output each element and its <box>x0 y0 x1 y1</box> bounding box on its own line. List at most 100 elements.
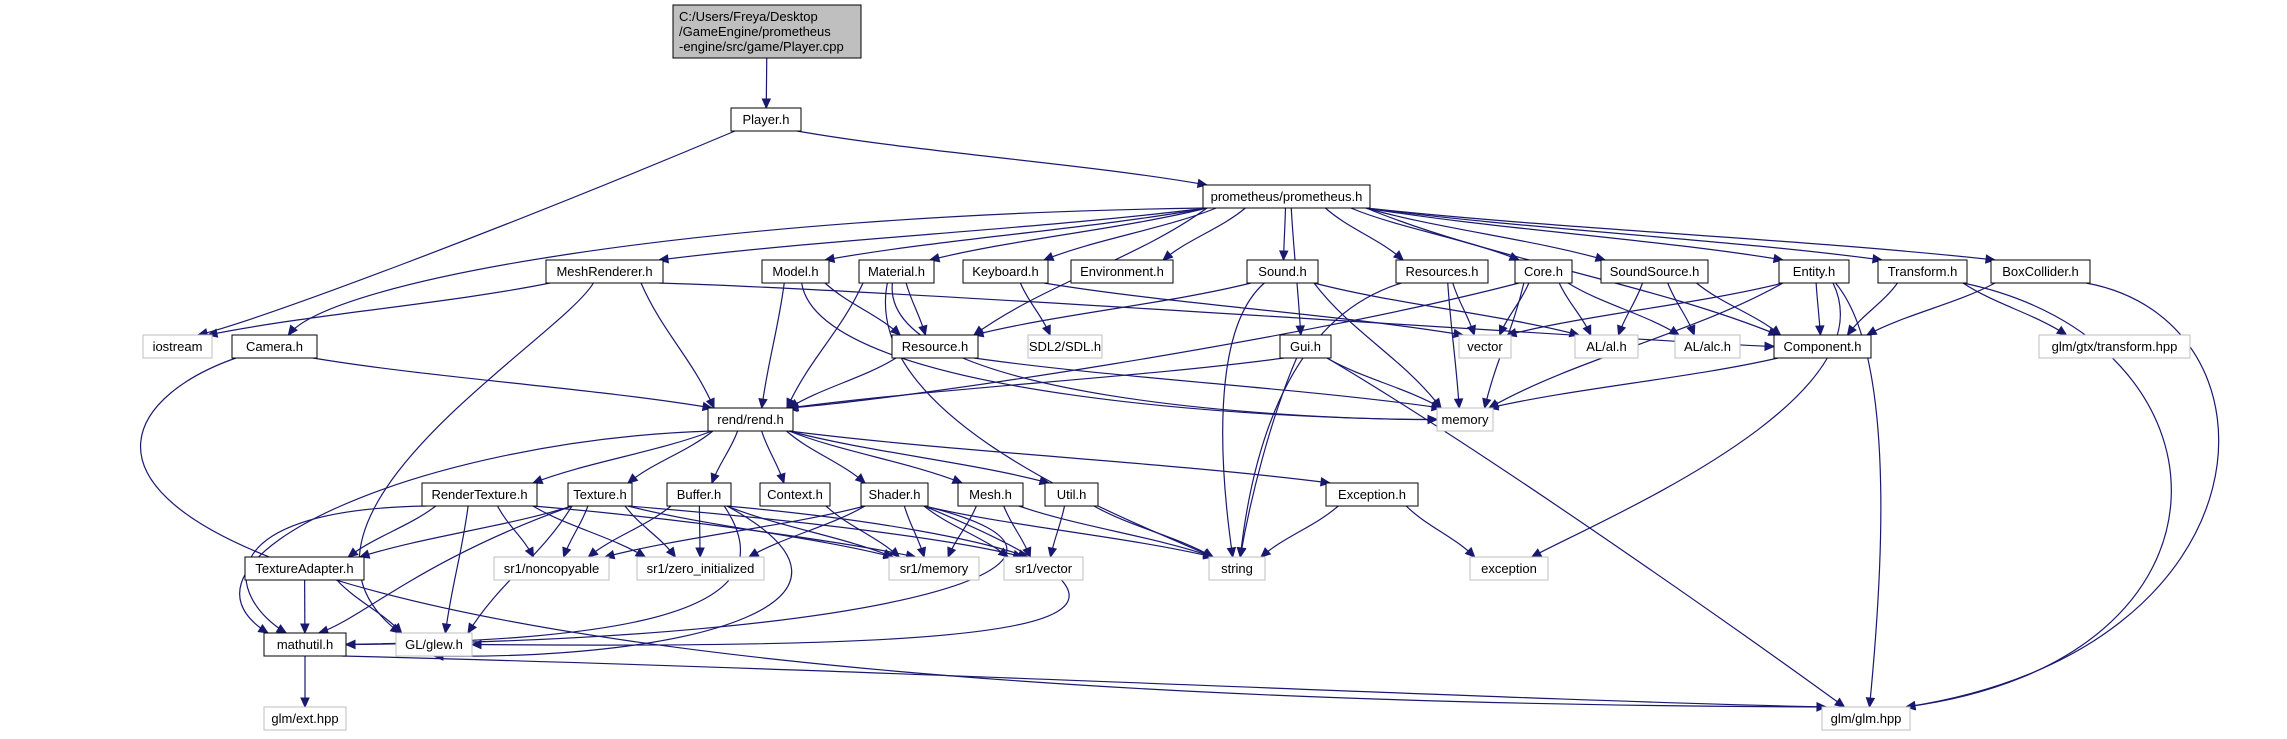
node-label: Camera.h <box>246 339 303 354</box>
node-root[interactable]: C:/Users/Freya/Desktop/GameEngine/promet… <box>672 4 862 59</box>
arrowhead-buffer_h-to-sr1_zero_initialized <box>695 547 705 559</box>
edge-prometheus_h-to-core_h <box>1350 207 1520 261</box>
node-label: Exception.h <box>1338 487 1406 502</box>
edge-resources_h-to-string <box>1239 282 1402 558</box>
node-soundsource-h[interactable]: SoundSource.h <box>1600 259 1709 284</box>
node-box <box>1395 259 1489 284</box>
node-label: memory <box>1442 412 1489 427</box>
node-label: GL/glew.h <box>405 637 463 652</box>
node-shader-h[interactable]: Shader.h <box>860 482 929 507</box>
edge-context_h-to-sr1_memory <box>825 505 900 558</box>
node-box <box>1877 259 1968 284</box>
edge-rend_h-to-mathutil_h <box>239 430 713 634</box>
node-textureadapter-h[interactable]: TextureAdapter.h <box>244 556 365 581</box>
node-boxcollider-h[interactable]: BoxCollider.h <box>1990 259 2091 284</box>
node-label: RenderTexture.h <box>431 487 527 502</box>
edge-player_h-to-iostream <box>197 130 736 336</box>
node-label: Shader.h <box>868 487 920 502</box>
node-util-h[interactable]: Util.h <box>1044 482 1099 507</box>
node-label: Transform.h <box>1888 264 1958 279</box>
node-label: Util.h <box>1057 487 1087 502</box>
node-sound-h[interactable]: Sound.h <box>1246 259 1319 284</box>
edge-core_h-to-rend_h <box>787 282 1520 409</box>
node-label: SDL2/SDL.h <box>1029 339 1101 354</box>
node-sr1-noncopyable: sr1/noncopyable <box>493 556 610 581</box>
arrowhead-textureadapter_h-to-glew_h <box>391 622 403 634</box>
node-keyboard-h[interactable]: Keyboard.h <box>962 259 1049 284</box>
arrowhead-context_h-to-sr1_memory <box>889 547 901 558</box>
edge-meshrenderer_h-to-glew_h <box>358 282 594 634</box>
node-label: TextureAdapter.h <box>255 561 353 576</box>
node-prometheus-h[interactable]: prometheus/prometheus.h <box>1202 184 1371 209</box>
node-box <box>1279 334 1332 359</box>
edge-prometheus_h-to-entity_h <box>1365 207 1784 261</box>
node-sdl-h: SDL2/SDL.h <box>1027 334 1103 359</box>
node-transform-h[interactable]: Transform.h <box>1877 259 1968 284</box>
node-material-h[interactable]: Material.h <box>858 259 935 284</box>
node-rend-h[interactable]: rend/rend.h <box>707 407 794 432</box>
arrowhead-shader_h-to-sr1_zero_initialized <box>747 548 760 558</box>
arrowhead-prometheus_h-to-keyboard_h <box>1042 252 1055 261</box>
arrowhead-entity_h-to-exception <box>1530 548 1543 558</box>
node-meshrenderer-h[interactable]: MeshRenderer.h <box>545 259 664 284</box>
edge-gui_h-to-rend_h <box>788 357 1285 409</box>
arrowhead-resources_h-to-vector <box>1466 324 1476 337</box>
node-camera-h[interactable]: Camera.h <box>231 334 318 359</box>
node-exception-h[interactable]: Exception.h <box>1325 482 1419 507</box>
node-context-h[interactable]: Context.h <box>759 482 831 507</box>
arrowhead-util_h-to-sr1_vector <box>1047 546 1058 559</box>
edge-prometheus_h-to-model_h <box>824 207 1208 261</box>
arrowhead-prometheus_h-to-soundsource_h <box>1594 252 1607 262</box>
node-box <box>672 4 862 59</box>
node-box <box>263 632 347 657</box>
node-resource-h[interactable]: Resource.h <box>891 334 979 359</box>
node-box <box>1208 556 1266 581</box>
node-label: Material.h <box>868 264 925 279</box>
edge-sound_h-to-string <box>1222 282 1265 558</box>
node-model-h[interactable]: Model.h <box>761 259 830 284</box>
node-mesh-h[interactable]: Mesh.h <box>957 482 1024 507</box>
node-label: Environment.h <box>1080 264 1164 279</box>
node-rendertexture-h[interactable]: RenderTexture.h <box>421 482 538 507</box>
arrowhead-prometheus_h-to-transform_h <box>1871 254 1884 264</box>
arrowhead-boxcollider_h-to-component_h <box>1865 326 1878 336</box>
node-glm-hpp: glm/glm.hpp <box>1821 706 1911 731</box>
arrowhead-root-to-player_h <box>761 98 772 110</box>
edge-texture_h-to-mathutil_h <box>318 505 573 634</box>
node-gui-h[interactable]: Gui.h <box>1279 334 1332 359</box>
node-core-h[interactable]: Core.h <box>1514 259 1573 284</box>
arrowhead-soundsource_h-to-component_h <box>1770 325 1782 336</box>
arrowhead-keyboard_h-to-sdl_h <box>1041 324 1051 337</box>
node-buffer-h[interactable]: Buffer.h <box>666 482 732 507</box>
arrowhead-texture_h-to-textureadapter_h <box>358 549 371 559</box>
edge-prometheus_h-to-soundsource_h <box>1365 207 1606 261</box>
node-component-h[interactable]: Component.h <box>1773 334 1872 359</box>
node-resources-h[interactable]: Resources.h <box>1395 259 1489 284</box>
node-label: Gui.h <box>1290 339 1321 354</box>
arrowhead-prometheus_h-to-sound_h <box>1279 250 1289 262</box>
node-entity-h[interactable]: Entity.h <box>1778 259 1850 284</box>
edge-soundsource_h-to-component_h <box>1696 282 1781 336</box>
arrowhead-mesh_h-to-sr1_vector <box>1022 546 1032 559</box>
node-texture-h[interactable]: Texture.h <box>567 482 633 507</box>
arrowhead-core_h-to-memory <box>1482 397 1492 410</box>
edge-texture_h-to-sr1_vector <box>627 505 1023 558</box>
arrowhead-rend_h-to-shader_h <box>854 473 866 484</box>
arrowhead-rend_h-to-mathutil_h <box>257 623 270 634</box>
edge-gui_h-to-string <box>1239 357 1298 558</box>
edge-meshrenderer_h-to-iostream <box>207 282 551 336</box>
node-label: sr1/zero_initialized <box>647 561 755 576</box>
node-label: sr1/noncopyable <box>504 561 599 576</box>
edge-gui_h-to-memory <box>1326 357 1442 409</box>
node-label: Model.h <box>772 264 818 279</box>
edge-prometheus_h-to-meshrenderer_h <box>658 207 1208 261</box>
node-label: Context.h <box>767 487 823 502</box>
node-box <box>567 482 633 507</box>
node-box <box>1458 334 1512 359</box>
arrowhead-gui_h-to-glm_hpp <box>1834 697 1846 708</box>
node-label: glm/gtx/transform.hpp <box>2052 339 2178 354</box>
node-environment-h[interactable]: Environment.h <box>1070 259 1174 284</box>
node-mathutil-h[interactable]: mathutil.h <box>263 632 347 657</box>
node-player-h[interactable]: Player.h <box>730 107 802 132</box>
arrowhead-exception_h-to-exception <box>1464 546 1476 558</box>
